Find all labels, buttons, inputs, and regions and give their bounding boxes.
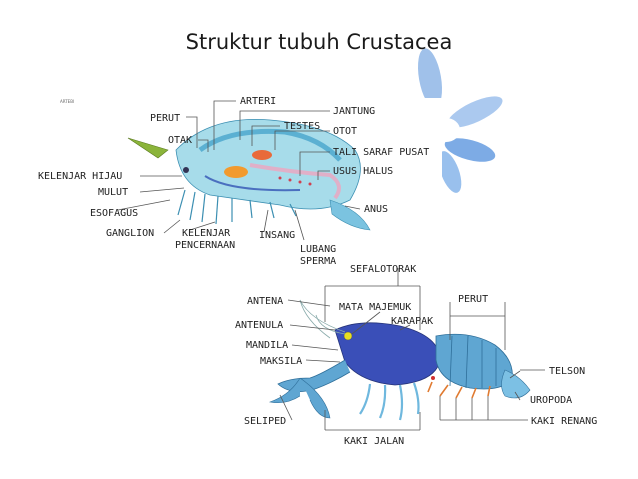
bottom-labels: SEFALOTORAK ANTENA MATA MAJEMUK PERUT KA…	[235, 264, 597, 447]
slide-title: Struktur tubuh Crustacea	[185, 30, 453, 54]
label-maksila: MAKSILA	[260, 356, 302, 367]
label-insang: INSANG	[259, 230, 295, 241]
label-mandila: MANDILA	[246, 340, 288, 351]
label-kaki-renang: KAKI RENANG	[531, 416, 597, 427]
label-arteri: ARTERI	[240, 96, 276, 107]
label-esofagus: ESOFAGUS	[90, 208, 138, 219]
shrimp-anatomy-illustration	[127, 98, 442, 231]
label-seliped: SELIPED	[244, 416, 286, 427]
label-telson: TELSON	[549, 366, 585, 377]
crayfish-external-illustration	[268, 299, 531, 421]
label-sperma: SPERMA	[300, 256, 336, 267]
label-usus-halus: USUS HALUS	[333, 166, 393, 177]
label-antenula: ANTENULA	[235, 320, 283, 331]
label-anus: ANUS	[364, 204, 388, 215]
label-ganglion: GANGLION	[106, 228, 154, 239]
corner-tag: ARTEBI	[60, 99, 74, 104]
label-jantung: JANTUNG	[333, 106, 375, 117]
bottom-leader-lines	[279, 268, 545, 431]
label-uropoda: UROPODA	[530, 395, 572, 406]
label-sefalotorak: SEFALOTORAK	[350, 264, 416, 275]
label-otak: OTAK	[168, 135, 192, 146]
label-kelenjar-hijau: KELENJAR HIJAU	[38, 171, 122, 182]
label-testes: TESTES	[284, 121, 320, 132]
top-leader-lines	[117, 100, 361, 241]
label-karapak: KARAPAK	[391, 316, 433, 327]
label-perut-bottom: PERUT	[458, 294, 488, 305]
label-lubang: LUBANG	[300, 244, 336, 255]
label-perut-top: PERUT	[150, 113, 180, 124]
label-kaki-jalan: KAKI JALAN	[344, 436, 404, 447]
label-tali-saraf-pusat: TALI SARAF PUSAT	[333, 147, 429, 158]
label-kelenjar: KELENJAR	[182, 228, 231, 239]
label-otot: OTOT	[333, 126, 357, 137]
decorative-flower	[417, 48, 503, 193]
label-mulut: MULUT	[98, 187, 128, 198]
label-pencernaan: PENCERNAAN	[175, 240, 235, 251]
label-antena: ANTENA	[247, 296, 283, 307]
label-mata-majemuk: MATA MAJEMUK	[339, 302, 411, 313]
top-labels: ARTERI PERUT JANTUNG TESTES OTAK OTOT TA…	[38, 96, 429, 267]
